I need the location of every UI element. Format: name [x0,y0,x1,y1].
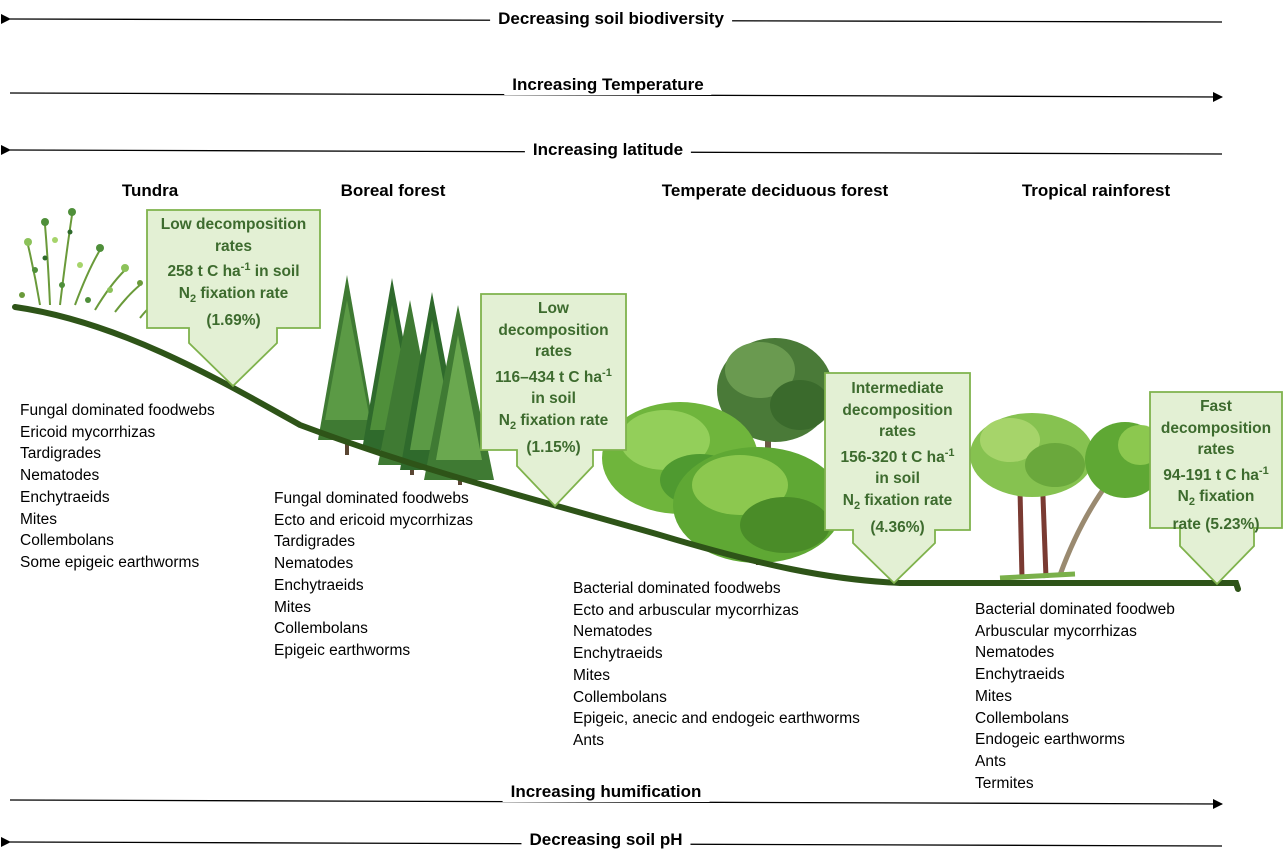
callout-line: rate (5.23%) [1172,515,1260,533]
callout-line: rates [1197,441,1235,458]
callout-line: 258 t C ha-1 in soil [167,261,300,281]
organism-item: Ants [975,752,1007,770]
callout-line: rates [214,237,253,255]
callout-line: (1.69%) [206,312,261,330]
organism-item: Ecto and arbuscular mycorrhizas [573,601,799,619]
temperature-label: Increasing Temperature [504,75,712,95]
callout-line: Fast [1200,398,1232,415]
boreal-callout-shape [480,293,627,508]
temperature-arrow [9,91,1223,102]
callout-line: decomposition [1160,419,1272,437]
callout-line: (4.36%) [870,519,925,537]
biome-title-tundra: Tundra [121,181,179,200]
organism-item: Epigeic earthworms [274,641,411,659]
callout-line: rates [878,423,917,440]
callout-line: 156-320 t C ha-1 [840,446,955,466]
ground-line [12,304,1241,592]
tropical-callout-text: Fast decomposition rates 94-191 t C ha-1 N2 … [1150,396,1282,535]
organism-item: Epigeic, anecic and endogeic earthworms [573,710,860,728]
organism-item: Ecto and ericoid mycorrhizas [274,511,473,529]
humification-arrow [9,798,1223,809]
organism-item: Nematodes [274,555,354,573]
humification-label: Increasing humification [502,782,710,802]
tundra-vegetation [19,208,163,319]
boreal-forest-trees [318,275,494,485]
callout-line: decomposition [842,401,953,419]
organism-item: Nematodes [975,644,1055,662]
callout-line: Low decomposition [160,216,307,233]
organism-item: Collembolans [975,709,1069,727]
organism-item: Arbuscular mycorrhizas [975,622,1137,640]
callout-line: decomposition [498,321,609,339]
callout-line: Low [538,300,569,317]
organism-item: Fungal dominated foodwebs [20,402,215,419]
biome-title-boreal: Boreal forest [340,181,446,200]
tropical-rainforest-trees [970,413,1165,581]
callout-line: N2 fixation rate [498,411,609,432]
biome-title-temperate: Temperate deciduous forest [661,181,889,200]
callout-line: N2 fixation rate [842,491,953,512]
callout-line: rates [534,343,573,360]
organism-item: Mites [975,687,1013,705]
organism-item: Enchytraeids [975,666,1065,684]
latitude-label: Increasing latitude [524,140,692,160]
soil-biodiversity-label: Decreasing soil biodiversity [490,9,732,29]
temperate-deciduous-trees [602,338,843,565]
organism-item: Tardigrades [274,533,355,551]
temperate-callout-text: Intermediate decomposition rates 156-320 t … [825,378,970,539]
soil-ph-label: Decreasing soil pH [521,830,691,850]
organism-item: Bacterial dominated foodwebs [573,580,781,597]
callout-line: N2 fixation rate [178,284,289,305]
organism-item: Nematodes [20,467,100,485]
organism-item: Some epigeic earthworms [20,553,200,571]
tundra-callout-shape [146,209,321,388]
organism-item: Collembolans [573,688,667,706]
callout-line: (1.15%) [526,439,581,457]
organism-item: Endogeic earthworms [975,731,1125,749]
organism-item: Tardigrades [20,445,101,463]
organism-item: Bacterial dominated foodweb [975,601,1175,618]
organism-item: Mites [573,666,611,684]
callout-line: Intermediate [851,380,944,397]
organism-item: Enchytraeids [20,488,110,506]
tropical-callout-shape [1149,391,1283,586]
organism-item: Ericoid mycorrhizas [20,423,156,441]
organism-item: Enchytraeids [274,576,364,594]
callout-line: in soil [531,390,576,408]
organism-item: Mites [20,510,58,528]
tundra-callout-text: Low decomposition rates 258 t C ha-1 in so… [147,214,320,332]
callout-line: in soil [875,470,920,488]
temperate-callout-shape [824,372,971,585]
organism-item: Collembolans [20,532,114,550]
organism-item: Collembolans [274,620,368,638]
organism-item: Ants [573,731,605,749]
organism-item: Fungal dominated foodwebs [274,490,469,507]
organism-item: Nematodes [573,623,653,641]
callout-line: 94-191 t C ha-1 [1163,464,1269,484]
organism-item: Enchytraeids [573,645,663,663]
callout-line: 116–434 t C ha-1 [495,366,612,386]
organism-item: Mites [274,598,312,616]
callout-line: N2 fixation [1177,488,1255,509]
organism-item: Termites [975,774,1034,792]
biome-title-tropical: Tropical rainforest [1021,181,1171,200]
boreal-callout-text: Low decomposition rates 116–434 t C ha-1 in … [481,298,626,459]
